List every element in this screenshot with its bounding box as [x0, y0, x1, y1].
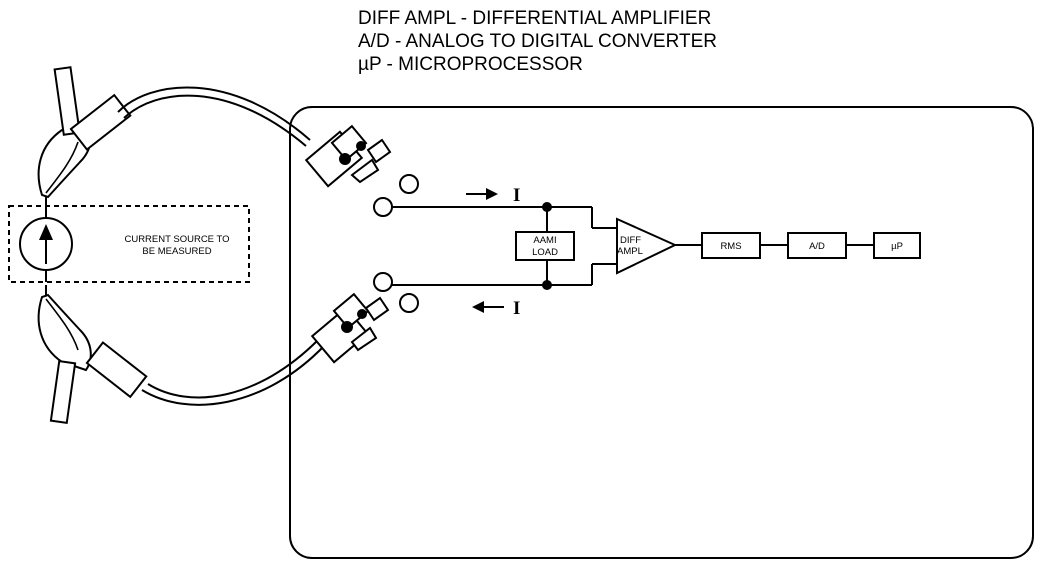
instrument-enclosure [289, 106, 1034, 559]
microprocessor-block [873, 232, 921, 259]
aami-load-block [515, 231, 575, 261]
lower-jack-unused [399, 293, 419, 313]
node-top [542, 202, 552, 212]
lower-alligator-clip [37, 285, 148, 424]
current-arrow-right-head [486, 188, 498, 200]
diff-amplifier-label-line2: AMPL [617, 246, 643, 257]
current-source-arrow-head [39, 224, 53, 240]
diff-amplifier-triangle [616, 217, 678, 275]
current-label-top: I [513, 185, 520, 206]
legend-ad: A/D - ANALOG TO DIGITAL CONVERTER [358, 31, 717, 52]
current-source-label-line1: CURRENT SOURCE TO [124, 234, 229, 245]
upper-cable-inner [123, 94, 307, 147]
diff-amplifier-label-line1: DIFF [620, 235, 641, 246]
upper-cable-outer [117, 86, 311, 141]
rms-block [701, 232, 761, 259]
legend-diff-ampl: DIFF AMPL - DIFFERENTIAL AMPLIFIER [358, 8, 711, 29]
lower-banana-plug [310, 292, 390, 364]
aami-load-label-line1: AAMI [533, 235, 556, 246]
node-bottom [542, 280, 552, 290]
current-source-label-line2: BE MEASURED [142, 246, 211, 257]
current-source-box [8, 205, 250, 283]
microprocessor-label: µP [891, 241, 903, 252]
lower-jack [373, 272, 393, 292]
current-arrow-left-head [472, 301, 484, 313]
upper-jack [373, 197, 393, 217]
ad-converter-block [787, 232, 847, 259]
current-label-bottom: I [513, 298, 520, 319]
upper-jack-unused [399, 174, 419, 194]
legend-up: µP - MICROPROCESSOR [358, 54, 583, 75]
rms-label: RMS [720, 241, 741, 252]
upper-banana-plug [304, 124, 392, 188]
ad-converter-label: A/D [809, 241, 825, 252]
lower-cable-outer [147, 339, 319, 399]
aami-load-label-line2: LOAD [532, 247, 558, 258]
upper-alligator-clip [37, 66, 132, 207]
lower-cable-inner [141, 345, 325, 406]
